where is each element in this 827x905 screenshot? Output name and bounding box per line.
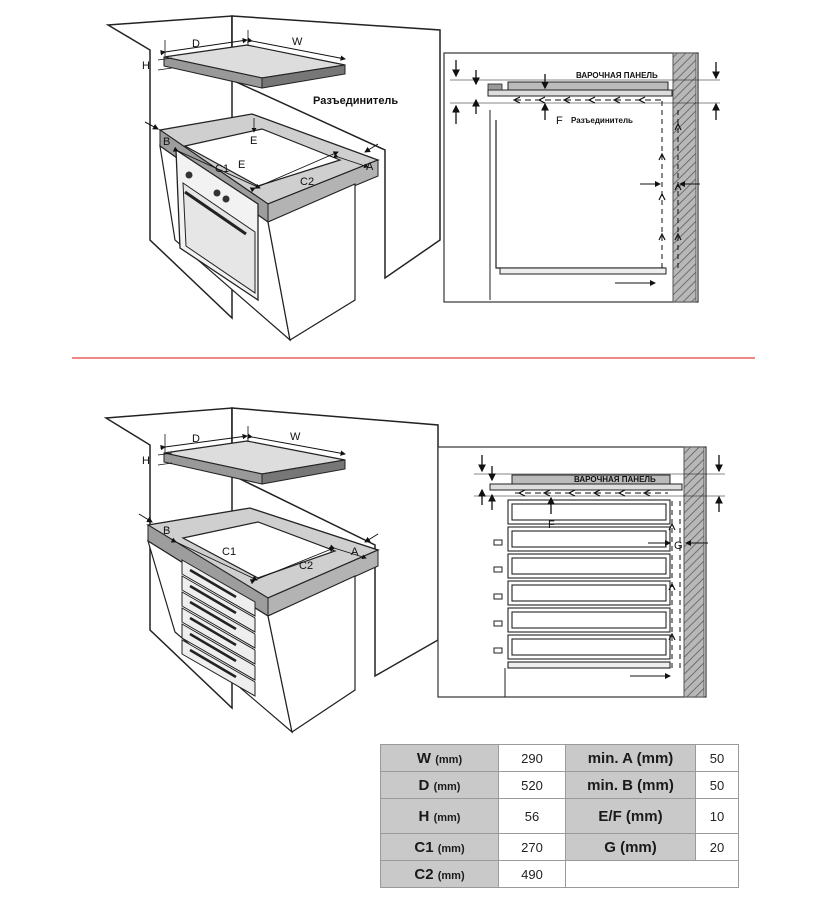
value-min-b: 50 bbox=[695, 771, 739, 799]
value-g: 20 bbox=[695, 833, 739, 861]
label-c1: C1 bbox=[222, 546, 236, 558]
unit-label: (mm) bbox=[625, 807, 663, 825]
key-c2: C2 bbox=[414, 865, 434, 883]
key-w: W bbox=[416, 749, 432, 767]
label-w: W bbox=[292, 36, 303, 48]
table-row: C2 (mm) 490 bbox=[380, 860, 739, 888]
label-panel: ВАРОЧНАЯ ПАНЕЛЬ bbox=[574, 475, 656, 484]
bottom-side-section: ВАРОЧНАЯ ПАНЕЛЬ F G bbox=[437, 446, 725, 698]
unit-label: (mm) bbox=[435, 753, 463, 766]
label-divider-side: Разъединитель bbox=[571, 116, 633, 125]
value-d: 520 bbox=[498, 771, 566, 799]
label-w: W bbox=[290, 431, 301, 443]
empty-cell bbox=[565, 860, 739, 888]
label-d: D bbox=[192, 433, 200, 445]
unit-label: (mm) bbox=[636, 749, 674, 767]
label-h: H bbox=[142, 455, 150, 467]
unit-label: (mm) bbox=[637, 776, 674, 794]
value-w: 290 bbox=[498, 744, 566, 772]
wall-hatch bbox=[672, 52, 697, 303]
value-min-a: 50 bbox=[695, 744, 739, 772]
dimensions-table: W (mm) 290 min. A (mm) 50 D (mm) 520 min… bbox=[380, 744, 739, 888]
label-c2: C2 bbox=[299, 560, 313, 572]
label-f: F bbox=[548, 519, 555, 531]
unit-label: (mm) bbox=[620, 838, 657, 856]
label-b: B bbox=[163, 136, 170, 148]
label-g: G bbox=[674, 540, 683, 552]
table-row: H (mm) 56 E/F (mm) 10 bbox=[380, 798, 739, 834]
label-panel: ВАРОЧНАЯ ПАНЕЛЬ bbox=[576, 71, 658, 80]
label-a: A bbox=[351, 546, 359, 558]
label-f: F bbox=[556, 115, 563, 127]
unit-label: (mm) bbox=[437, 842, 465, 855]
value-h: 56 bbox=[498, 798, 566, 834]
key-e-f: E/F bbox=[598, 807, 622, 825]
value-e-f: 10 bbox=[695, 798, 739, 834]
label-e-top: E bbox=[250, 135, 257, 147]
unit-label: (mm) bbox=[437, 869, 465, 882]
label-e-bottom: E bbox=[238, 159, 245, 171]
label-c1: C1 bbox=[215, 163, 229, 175]
top-side-section: ВАРОЧНАЯ ПАНЕЛЬ F Разъединитель bbox=[443, 52, 720, 303]
key-min-a: min. A bbox=[587, 749, 633, 767]
label-h: H bbox=[142, 60, 150, 72]
value-c2: 490 bbox=[498, 860, 566, 888]
bottom-cabinet-scene: D W H B C1 C2 A bbox=[103, 407, 439, 734]
value-c1: 270 bbox=[498, 833, 566, 861]
label-divider: Разъединитель bbox=[313, 95, 398, 107]
key-c1: C1 bbox=[414, 838, 434, 856]
unit-label: (mm) bbox=[433, 811, 461, 824]
table-row: D (mm) 520 min. B (mm) 50 bbox=[380, 771, 739, 799]
table-row: W (mm) 290 min. A (mm) 50 bbox=[380, 744, 739, 772]
label-c2: C2 bbox=[300, 176, 314, 188]
key-min-b: min. B bbox=[587, 776, 633, 794]
side-drawers bbox=[507, 499, 671, 669]
key-d: D bbox=[418, 776, 430, 794]
label-a: A bbox=[366, 161, 374, 173]
top-cabinet-scene: D W H Разъединитель B E C1 E C2 A bbox=[105, 15, 441, 342]
label-b: B bbox=[163, 525, 170, 537]
unit-label: (mm) bbox=[433, 780, 461, 793]
key-h: H bbox=[418, 807, 430, 825]
key-g: G bbox=[604, 838, 616, 856]
table-row: C1 (mm) 270 G (mm) 20 bbox=[380, 833, 739, 861]
label-d: D bbox=[192, 38, 200, 50]
